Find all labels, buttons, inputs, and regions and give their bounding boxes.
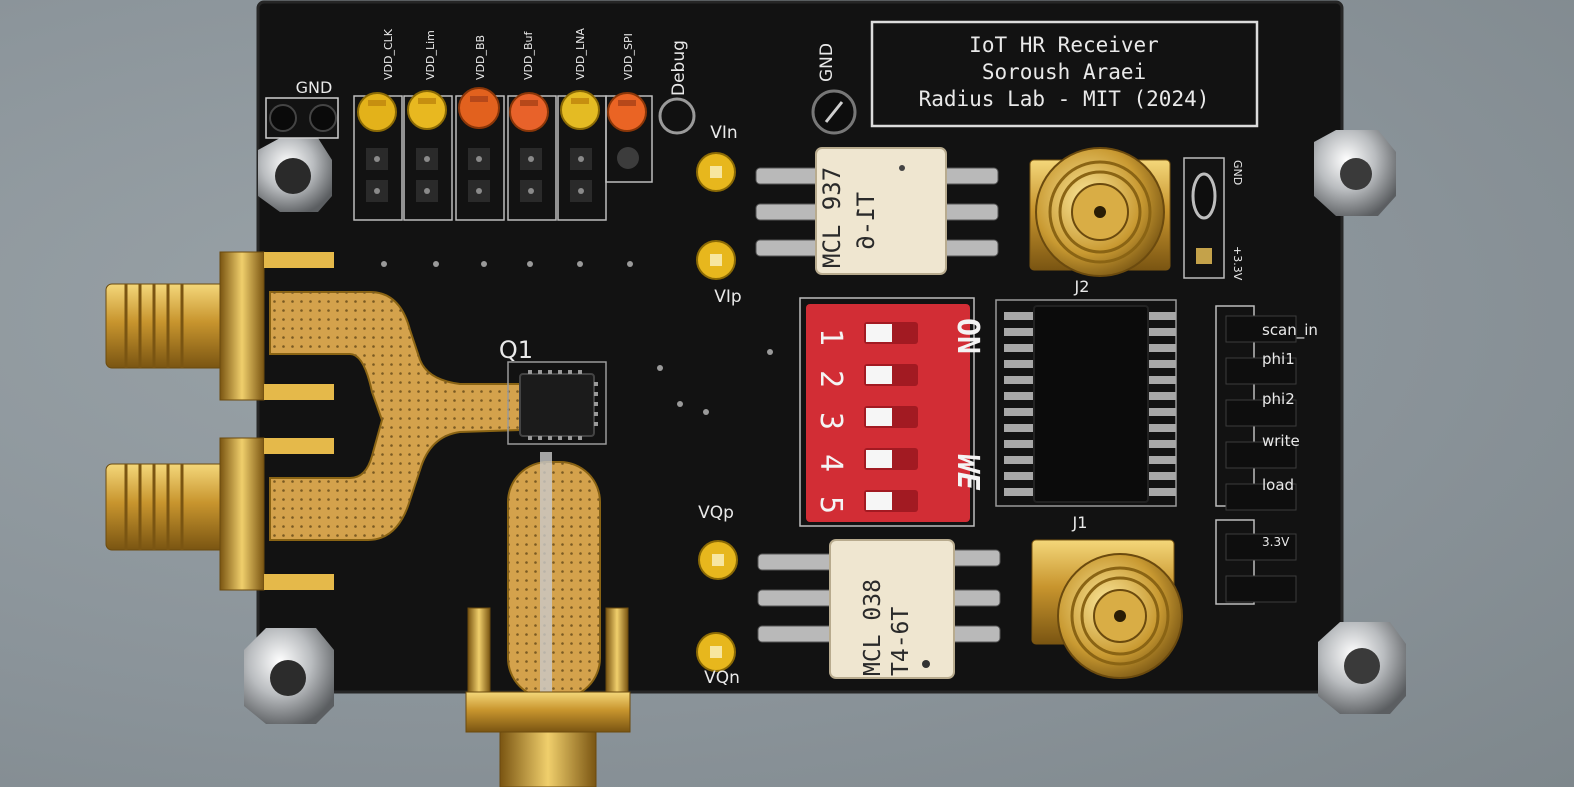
power-label-3v3: +3.3V [1231, 246, 1244, 281]
dip-number-5: 5 [813, 496, 848, 514]
title-line-3: Radius Lab - MIT (2024) [919, 87, 1210, 111]
right-header-label-load: load [1262, 476, 1294, 494]
soic-ic [995, 299, 1177, 507]
debug-label: Debug [669, 40, 689, 96]
header-label-vdd-lna: VDD_LNA [574, 28, 587, 80]
transformer-bottom-line-1: MCL 038 [860, 579, 886, 676]
transformer-bottom-line-2: T4-6T [888, 607, 914, 676]
rf-input-trace [269, 291, 521, 541]
dip-toggles[interactable] [864, 322, 918, 512]
sma-connector-bottom [465, 607, 631, 787]
gnd-pins-left [265, 97, 339, 139]
title-line-1: IoT HR Receiver [969, 33, 1159, 57]
tp-label-vqn: VQn [704, 668, 740, 688]
right-header-label-scan-in: scan_in [1262, 321, 1318, 340]
header-label-vdd-buf: VDD_Buf [522, 31, 535, 80]
rf-output-trace [507, 452, 601, 732]
dip-number-1: 1 [813, 328, 848, 346]
power-header: GND +3.3V [1183, 157, 1244, 281]
header-label-vdd-clk: VDD_CLK [382, 28, 395, 80]
transformer-bottom: MCL 038 T4-6T [757, 539, 1001, 679]
right-header-label-write: write [1262, 432, 1300, 450]
j2-label: J2 [1074, 277, 1090, 296]
tp-label-vip: VIp [714, 287, 741, 307]
dip-numbers: 1 2 3 4 5 [813, 328, 848, 514]
header-label-vdd-spi: VDD_SPI [622, 33, 635, 80]
standoff-bottom-left [244, 628, 334, 724]
right-header-label-phi1: phi1 [1262, 350, 1295, 368]
standoff-bottom-right [1318, 622, 1406, 714]
gnd-label-right: GND [817, 43, 837, 82]
dip-we-label: WE [950, 454, 985, 491]
q1-chip: Q1 [499, 336, 607, 445]
dip-switch: ON WE 1 2 3 4 5 [799, 297, 985, 527]
dip-number-4: 4 [813, 454, 848, 472]
dip-number-2: 2 [813, 370, 848, 388]
tp-label-vin: VIn [710, 123, 737, 143]
q1-label: Q1 [499, 336, 533, 364]
board-vias [381, 261, 773, 415]
dip-on-label: ON [950, 318, 985, 354]
jumper-caps [357, 87, 647, 132]
sma-connector-left-bottom [105, 437, 334, 591]
standoff-top-right [1314, 130, 1396, 216]
right-header-label-phi2: phi2 [1262, 390, 1295, 408]
sma-connector-j2: J2 [1029, 147, 1171, 296]
gnd-label-left: GND [296, 78, 333, 97]
header-label-vdd-bb: VDD_BB [474, 35, 487, 80]
test-points: VIn VIp VQp VQn [696, 123, 742, 688]
header-label-vdd-lim: VDD_Lim [424, 30, 437, 80]
right-header-label-3v3: 3.3V [1262, 535, 1290, 549]
header-labels: VDD_CLK VDD_Lim VDD_BB VDD_Buf VDD_LNA V… [382, 28, 837, 96]
j1-label: J1 [1072, 513, 1088, 532]
transformer-top-line-2: T1-6 [852, 192, 880, 250]
sma-connector-j1: J1 [1031, 513, 1183, 679]
transformer-top: MCL 937 T1-6 [755, 147, 999, 275]
right-header: scan_in phi1 phi2 write load 3.3V [1215, 305, 1318, 605]
title-line-2: Soroush Araei [982, 60, 1146, 84]
tp-label-vqp: VQp [698, 503, 734, 523]
debug-hole [658, 97, 696, 135]
power-label-gnd: GND [1231, 160, 1244, 185]
title-block: IoT HR Receiver Soroush Araei Radius Lab… [870, 20, 1259, 128]
transformer-top-line-1: MCL 937 [818, 167, 846, 268]
standoff-top-left [258, 138, 332, 212]
sma-connector-left-top [105, 251, 334, 401]
dip-number-3: 3 [813, 412, 848, 430]
